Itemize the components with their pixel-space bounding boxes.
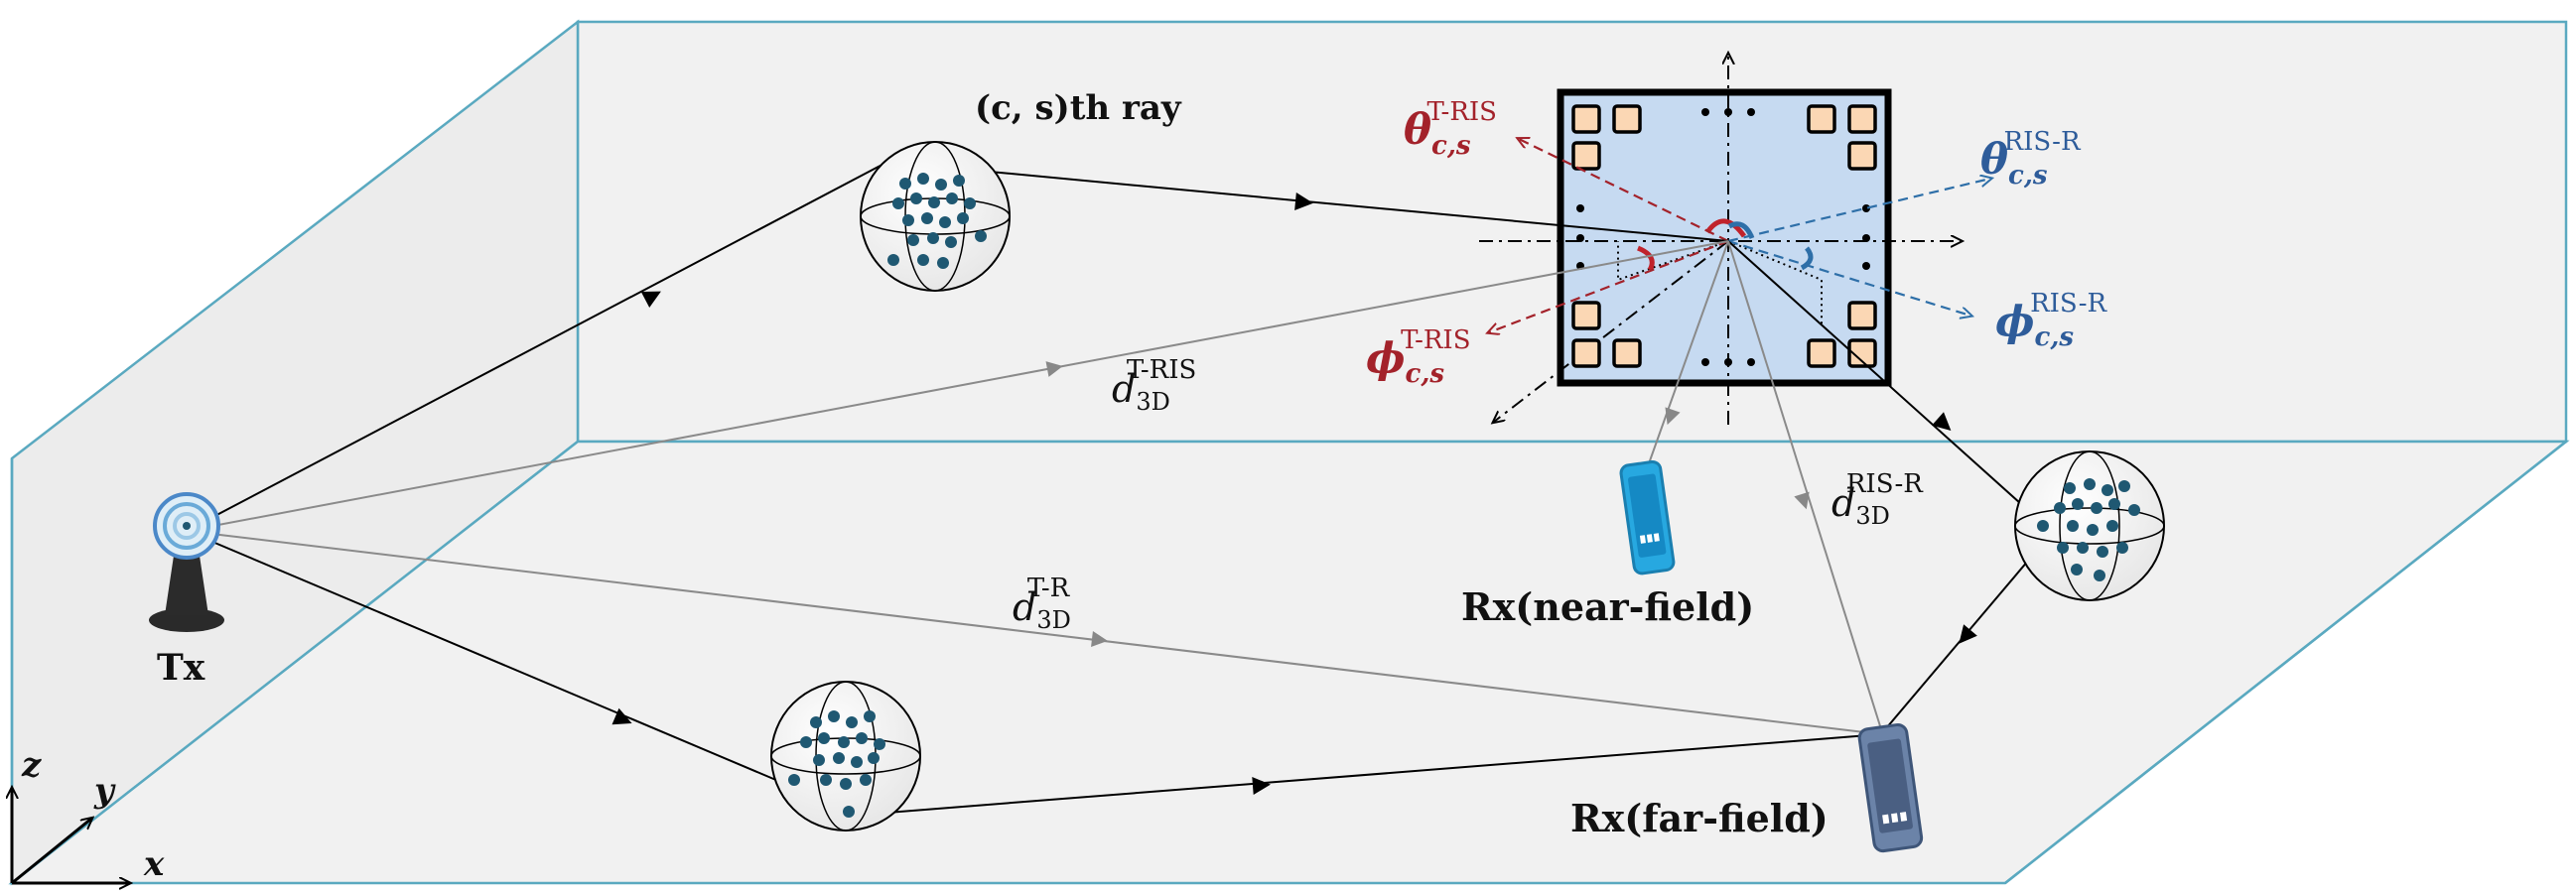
ris-elements xyxy=(1571,104,1877,368)
scatterer-cluster-top xyxy=(860,141,1011,292)
phi-ris-r-arrow xyxy=(1727,239,1970,316)
phi-t-ris-arc xyxy=(1636,245,1655,272)
ris-element-dots xyxy=(1576,108,1870,366)
label-d-t-ris: d3DT-RIS xyxy=(1112,355,1196,416)
room-box xyxy=(8,19,2570,886)
scatterer-cluster-right xyxy=(2014,450,2165,601)
label-theta-ris-r: θc,sRIS-R xyxy=(1980,127,2082,191)
ray-ris-to-rx-near xyxy=(1647,240,1729,467)
ray-t-ris-los xyxy=(186,240,1729,532)
ray-arrowheads xyxy=(611,192,1977,795)
scatterer-cluster-bottom xyxy=(770,681,921,831)
theta-t-ris-arc xyxy=(1704,218,1747,238)
ris-axis-depth xyxy=(1494,240,1729,422)
room-edge xyxy=(2004,441,2567,884)
labels: (c, s)th ray Tx Rx(near-field) Rx(far-fi… xyxy=(21,88,2107,884)
label-phi-ris-r: ϕc,sRIS-R xyxy=(1995,289,2107,352)
theta-t-ris-arrow xyxy=(1519,139,1729,242)
ray-cluster-bottom-to-rx-far xyxy=(848,733,1882,817)
label-d-t-r: d3DT-R xyxy=(1013,574,1071,634)
label-ray: (c, s)th ray xyxy=(975,88,1182,128)
ray-t-r-los xyxy=(186,530,1882,735)
label-axis-z: z xyxy=(21,745,42,785)
label-phi-t-ris: ϕc,sT-RIS xyxy=(1366,325,1471,389)
ray-cluster-top-to-ris xyxy=(957,168,1729,242)
antenna-icon xyxy=(149,492,224,632)
ray-ris-to-rx-far xyxy=(1727,240,1882,730)
label-tx: Tx xyxy=(157,647,205,689)
label-rx-near: Rx(near-field) xyxy=(1461,584,1754,629)
label-rx-far: Rx(far-field) xyxy=(1570,796,1829,840)
scatterer-sphere-icon xyxy=(860,141,1011,292)
label-d-ris-r: d3DRIS-R xyxy=(1831,469,1924,530)
theta-ris-r-arrow xyxy=(1727,179,1990,243)
ray-tx-to-cluster-top xyxy=(186,158,894,532)
ray-ris-to-cluster-right xyxy=(1727,240,2041,522)
phi-ris-r-arc xyxy=(1800,246,1814,271)
label-axis-y: y xyxy=(93,771,116,811)
coordinate-axes xyxy=(12,789,129,883)
ray-tx-to-cluster-bottom xyxy=(186,530,805,793)
gray-ray-arrowheads xyxy=(1045,361,1810,647)
label-axis-x: x xyxy=(143,844,165,884)
phone-icon xyxy=(1619,459,1676,575)
label-theta-t-ris: θc,sT-RIS xyxy=(1404,97,1497,161)
ris-r-projection xyxy=(1727,240,1823,327)
phi-t-ris-arrow xyxy=(1489,239,1729,332)
rays xyxy=(186,158,2046,817)
phone-icon xyxy=(1857,722,1924,853)
